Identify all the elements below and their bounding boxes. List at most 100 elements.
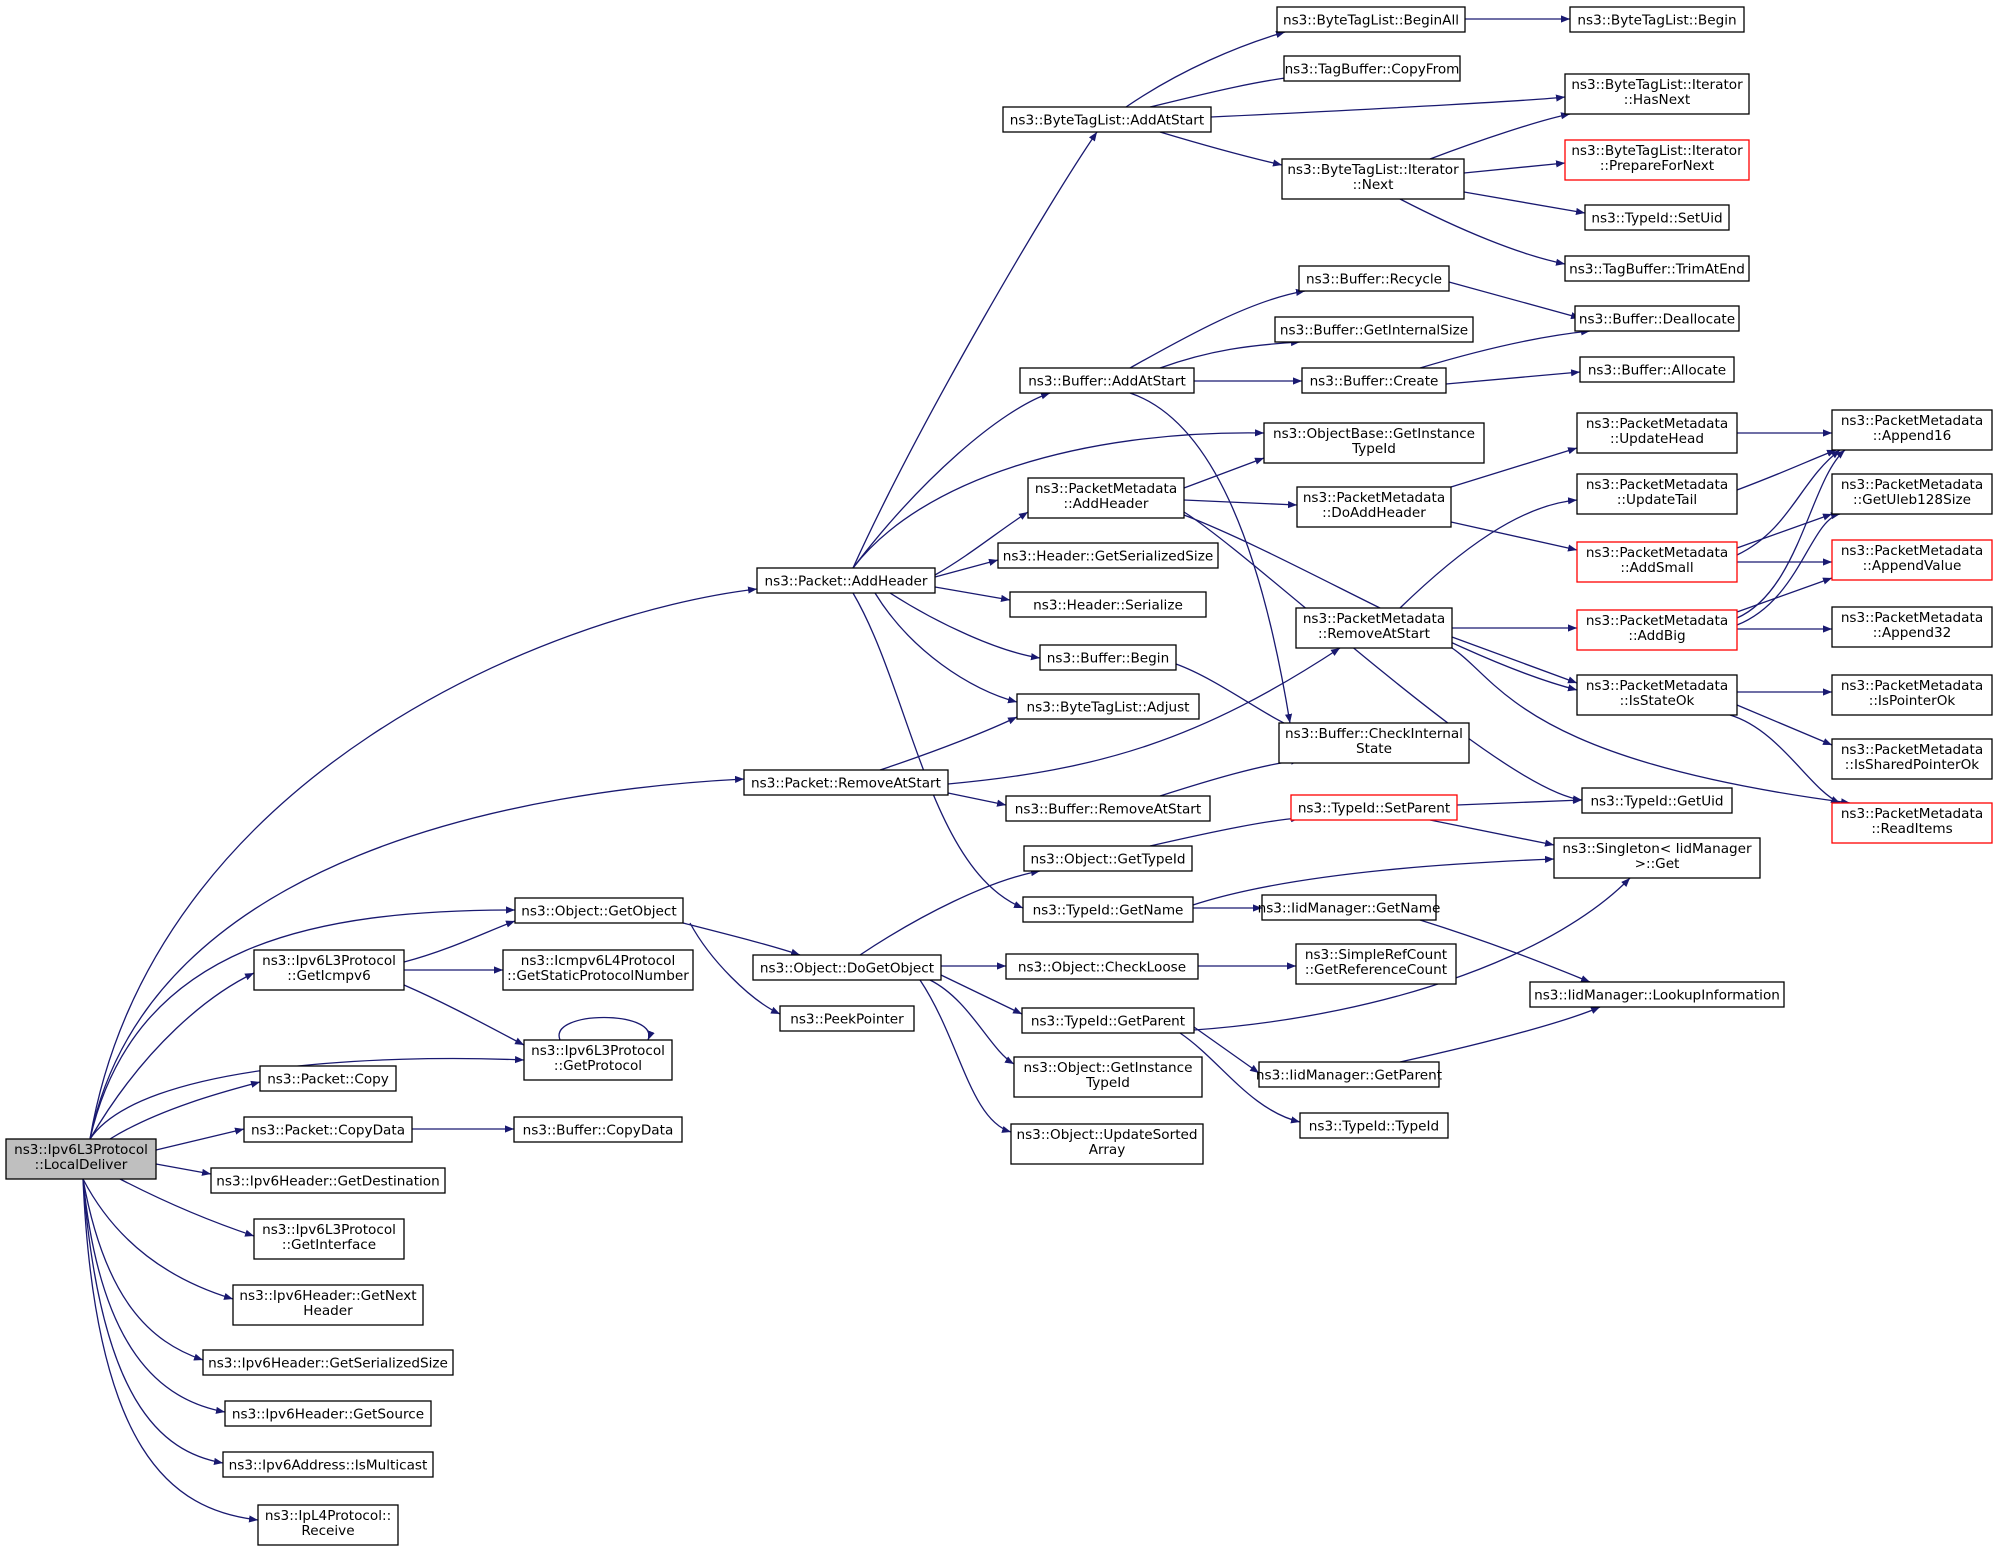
node-box [1274, 316, 1474, 343]
node-tb_copyfrom[interactable]: ns3::TagBuffer::CopyFrom [1283, 55, 1461, 82]
node-pm_append32[interactable]: ns3::PacketMetadata::Append32 [1831, 606, 1993, 648]
node-buf_allocate[interactable]: ns3::Buffer::Allocate [1579, 356, 1735, 383]
edge-addheader-to-hdr_serialize [934, 586, 1011, 603]
node-pm_addheader[interactable]: ns3::PacketMetadata::AddHeader [1027, 477, 1185, 519]
edge-pm_addheader-to-pm_isstateok [1183, 514, 1578, 692]
node-hdr_serialize[interactable]: ns3::Header::Serialize [1009, 591, 1207, 618]
node-hdr_getserialized[interactable]: ns3::Header::GetSerializedSize [997, 542, 1219, 569]
node-pm_issharedptr[interactable]: ns3::PacketMetadata::IsSharedPointerOk [1831, 738, 1993, 780]
node-srefcount[interactable]: ns3::SimpleRefCount::GetReferenceCount [1295, 943, 1457, 985]
node-pm_append16[interactable]: ns3::PacketMetadata::Append16 [1831, 409, 1993, 451]
node-pm_ispointerok[interactable]: ns3::PacketMetadata::IsPointerOk [1831, 674, 1993, 716]
edge-pm_addbig-to-pm_appendvalue [1736, 577, 1833, 613]
node-typeid_getparent[interactable]: ns3::TypeId::GetParent [1021, 1007, 1195, 1034]
node-obj_gettypeid[interactable]: ns3::Object::GetTypeId [1023, 845, 1193, 872]
node-pm_addsmall[interactable]: ns3::PacketMetadata::AddSmall [1576, 541, 1738, 583]
node-pm_isstateok[interactable]: ns3::PacketMetadata::IsStateOk [1576, 674, 1738, 716]
node-label: ns3::PacketMetadata [1841, 543, 1983, 559]
node-obj_checkloose[interactable]: ns3::Object::CheckLoose [1005, 953, 1199, 980]
node-typeid_getuid[interactable]: ns3::TypeId::GetUid [1581, 787, 1733, 814]
node-pm_getuleb[interactable]: ns3::PacketMetadata::GetUleb128Size [1831, 473, 1993, 515]
node-buf_recycle[interactable]: ns3::Buffer::Recycle [1298, 265, 1450, 292]
node-buf_removeatstart[interactable]: ns3::Buffer::RemoveAtStart [1005, 795, 1211, 822]
node-buf_begin[interactable]: ns3::Buffer::Begin [1039, 644, 1177, 671]
node-geticmpv6[interactable]: ns3::Ipv6L3Protocol::GetIcmpv6 [253, 949, 405, 991]
node-singleton_get[interactable]: ns3::Singleton< IidManager>::Get [1553, 837, 1761, 879]
node-btl_begin[interactable]: ns3::ByteTagList::Begin [1569, 6, 1745, 33]
node-label: TypeId [1085, 1075, 1130, 1091]
node-getdestination[interactable]: ns3::Ipv6Header::GetDestination [210, 1167, 446, 1194]
node-label: ::Next [1353, 177, 1394, 193]
node-getsource[interactable]: ns3::Ipv6Header::GetSource [224, 1400, 432, 1427]
node-pm_updatetail[interactable]: ns3::PacketMetadata::UpdateTail [1576, 473, 1738, 515]
node-label: ::AddHeader [1064, 496, 1149, 512]
node-typeid_setparent[interactable]: ns3::TypeId::SetParent [1290, 794, 1458, 821]
node-removeatstart[interactable]: ns3::Packet::RemoveAtStart [743, 769, 949, 796]
node-addheader[interactable]: ns3::Packet::AddHeader [756, 567, 936, 594]
edge-obj_dogetobject-to-obj_getinsttypeid [929, 979, 1015, 1065]
node-getinterface[interactable]: ns3::Ipv6L3Protocol::GetInterface [253, 1218, 405, 1260]
node-pm_doaddheader[interactable]: ns3::PacketMetadata::DoAddHeader [1296, 486, 1452, 528]
node-iid_lookup[interactable]: ns3::IidManager::LookupInformation [1529, 981, 1785, 1008]
node-label: ns3::Header::GetSerializedSize [1003, 549, 1213, 565]
node-pm_addbig[interactable]: ns3::PacketMetadata::AddBig [1576, 609, 1738, 651]
node-box [253, 949, 405, 991]
node-tb_trimatend[interactable]: ns3::TagBuffer::TrimAtEnd [1564, 255, 1750, 282]
node-btl_beginall[interactable]: ns3::ByteTagList::BeginAll [1276, 6, 1466, 33]
node-box [253, 1218, 405, 1260]
node-label: ns3::Ipv6Header::GetDestination [216, 1174, 440, 1190]
node-label: ns3::PacketMetadata [1841, 477, 1983, 493]
node-label: ns3::Object::UpdateSorted [1016, 1127, 1197, 1143]
edge-obj_gettypeid-to-typeid_setparent [1149, 815, 1301, 847]
node-label: ::GetIcmpv6 [287, 968, 370, 984]
node-buf_getinternalsize[interactable]: ns3::Buffer::GetInternalSize [1274, 316, 1474, 343]
node-label: ns3::ByteTagList::AddAtStart [1010, 113, 1204, 129]
node-receive[interactable]: ns3::IpL4Protocol::Receive [257, 1504, 399, 1546]
node-btl_addatstart[interactable]: ns3::ByteTagList::AddAtStart [1002, 106, 1212, 133]
node-pm_readitems[interactable]: ns3::PacketMetadata::ReadItems [1831, 802, 1993, 844]
node-packetcopy[interactable]: ns3::Packet::Copy [259, 1065, 397, 1092]
node-pm_appendvalue[interactable]: ns3::PacketMetadata::AppendValue [1831, 539, 1993, 581]
node-ismulticast[interactable]: ns3::Ipv6Address::IsMulticast [222, 1451, 434, 1478]
node-iid_getparent[interactable]: ns3::IidManager::GetParent [1256, 1061, 1442, 1088]
node-localdeliver[interactable]: ns3::Ipv6L3Protocol::LocalDeliver [5, 1138, 157, 1180]
node-btl_hasnext[interactable]: ns3::ByteTagList::Iterator::HasNext [1564, 73, 1750, 115]
node-pm_updatehead[interactable]: ns3::PacketMetadata::UpdateHead [1576, 412, 1738, 454]
edge-pm_addheader-to-typeid_getuid [1183, 511, 1583, 803]
node-obj_dogetobject[interactable]: ns3::Object::DoGetObject [752, 954, 942, 981]
node-typeid_typeid[interactable]: ns3::TypeId::TypeId [1299, 1112, 1449, 1139]
node-box [1005, 953, 1199, 980]
node-label: ns3::PacketMetadata [1586, 678, 1728, 694]
node-label: ns3::Ipv6Header::GetNext [239, 1288, 416, 1304]
node-icmpstatic[interactable]: ns3::Icmpv6L4Protocol::GetStaticProtocol… [502, 949, 694, 991]
node-buf_create[interactable]: ns3::Buffer::Create [1301, 367, 1447, 394]
node-typeid_getname[interactable]: ns3::TypeId::GetName [1022, 896, 1194, 923]
node-buf_addatstart[interactable]: ns3::Buffer::AddAtStart [1019, 367, 1195, 394]
edge-typeid_getparent-to-typeid_typeid [1179, 1032, 1301, 1124]
node-typeid_setuid[interactable]: ns3::TypeId::SetUid [1584, 204, 1730, 231]
node-pm_removeatstart[interactable]: ns3::PacketMetadata::RemoveAtStart [1295, 607, 1453, 649]
node-box [1579, 356, 1735, 383]
node-packetcopydata[interactable]: ns3::Packet::CopyData [243, 1116, 413, 1143]
node-box [514, 897, 684, 924]
node-btl_prepare[interactable]: ns3::ByteTagList::Iterator::PrepareForNe… [1564, 139, 1750, 181]
node-label: ns3::PacketMetadata [1303, 611, 1445, 627]
node-btl_adjust[interactable]: ns3::ByteTagList::Adjust [1016, 693, 1200, 720]
node-btl_next[interactable]: ns3::ByteTagList::Iterator::Next [1281, 158, 1465, 200]
node-buffercopydata[interactable]: ns3::Buffer::CopyData [513, 1116, 683, 1143]
node-ipv6getserialized[interactable]: ns3::Ipv6Header::GetSerializedSize [202, 1349, 454, 1376]
node-peekpointer[interactable]: ns3::PeekPointer [779, 1005, 915, 1032]
node-iid_getname[interactable]: ns3::IidManager::GetName [1258, 894, 1441, 921]
node-label: ns3::PacketMetadata [1841, 806, 1983, 822]
edge-obj_dogetobject-to-obj_updatesorted [919, 979, 1012, 1133]
node-buf_dealloc[interactable]: ns3::Buffer::Deallocate [1574, 305, 1740, 332]
node-label: ns3::Buffer::AddAtStart [1028, 374, 1186, 390]
node-getprotocol[interactable]: ns3::Ipv6L3Protocol::GetProtocol [523, 1039, 673, 1081]
node-getobject[interactable]: ns3::Object::GetObject [514, 897, 684, 924]
node-label: ns3::Ipv6L3Protocol [262, 1222, 396, 1238]
